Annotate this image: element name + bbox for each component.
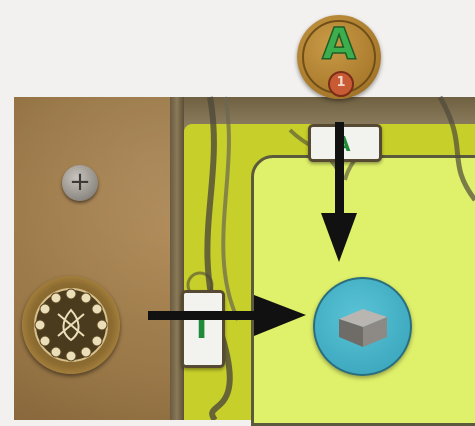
tile-slot-left[interactable]: I xyxy=(181,290,225,368)
dial-ornament xyxy=(22,276,120,374)
slot-letter-top: A xyxy=(335,132,350,156)
wheel-dial-icon xyxy=(22,276,120,374)
tile-token-a1[interactable]: A 1 xyxy=(297,15,381,99)
tile-slot-top[interactable]: A xyxy=(308,124,382,162)
board-rail-vertical xyxy=(170,97,184,420)
resource-disc[interactable] xyxy=(313,277,412,376)
slot-letter-left: I xyxy=(196,311,207,346)
stone-block-icon xyxy=(315,279,410,374)
token-letter: A xyxy=(297,19,381,70)
token-number: 1 xyxy=(330,75,352,90)
plus-screw-icon: + xyxy=(62,165,98,201)
token-number-badge: 1 xyxy=(328,71,354,97)
